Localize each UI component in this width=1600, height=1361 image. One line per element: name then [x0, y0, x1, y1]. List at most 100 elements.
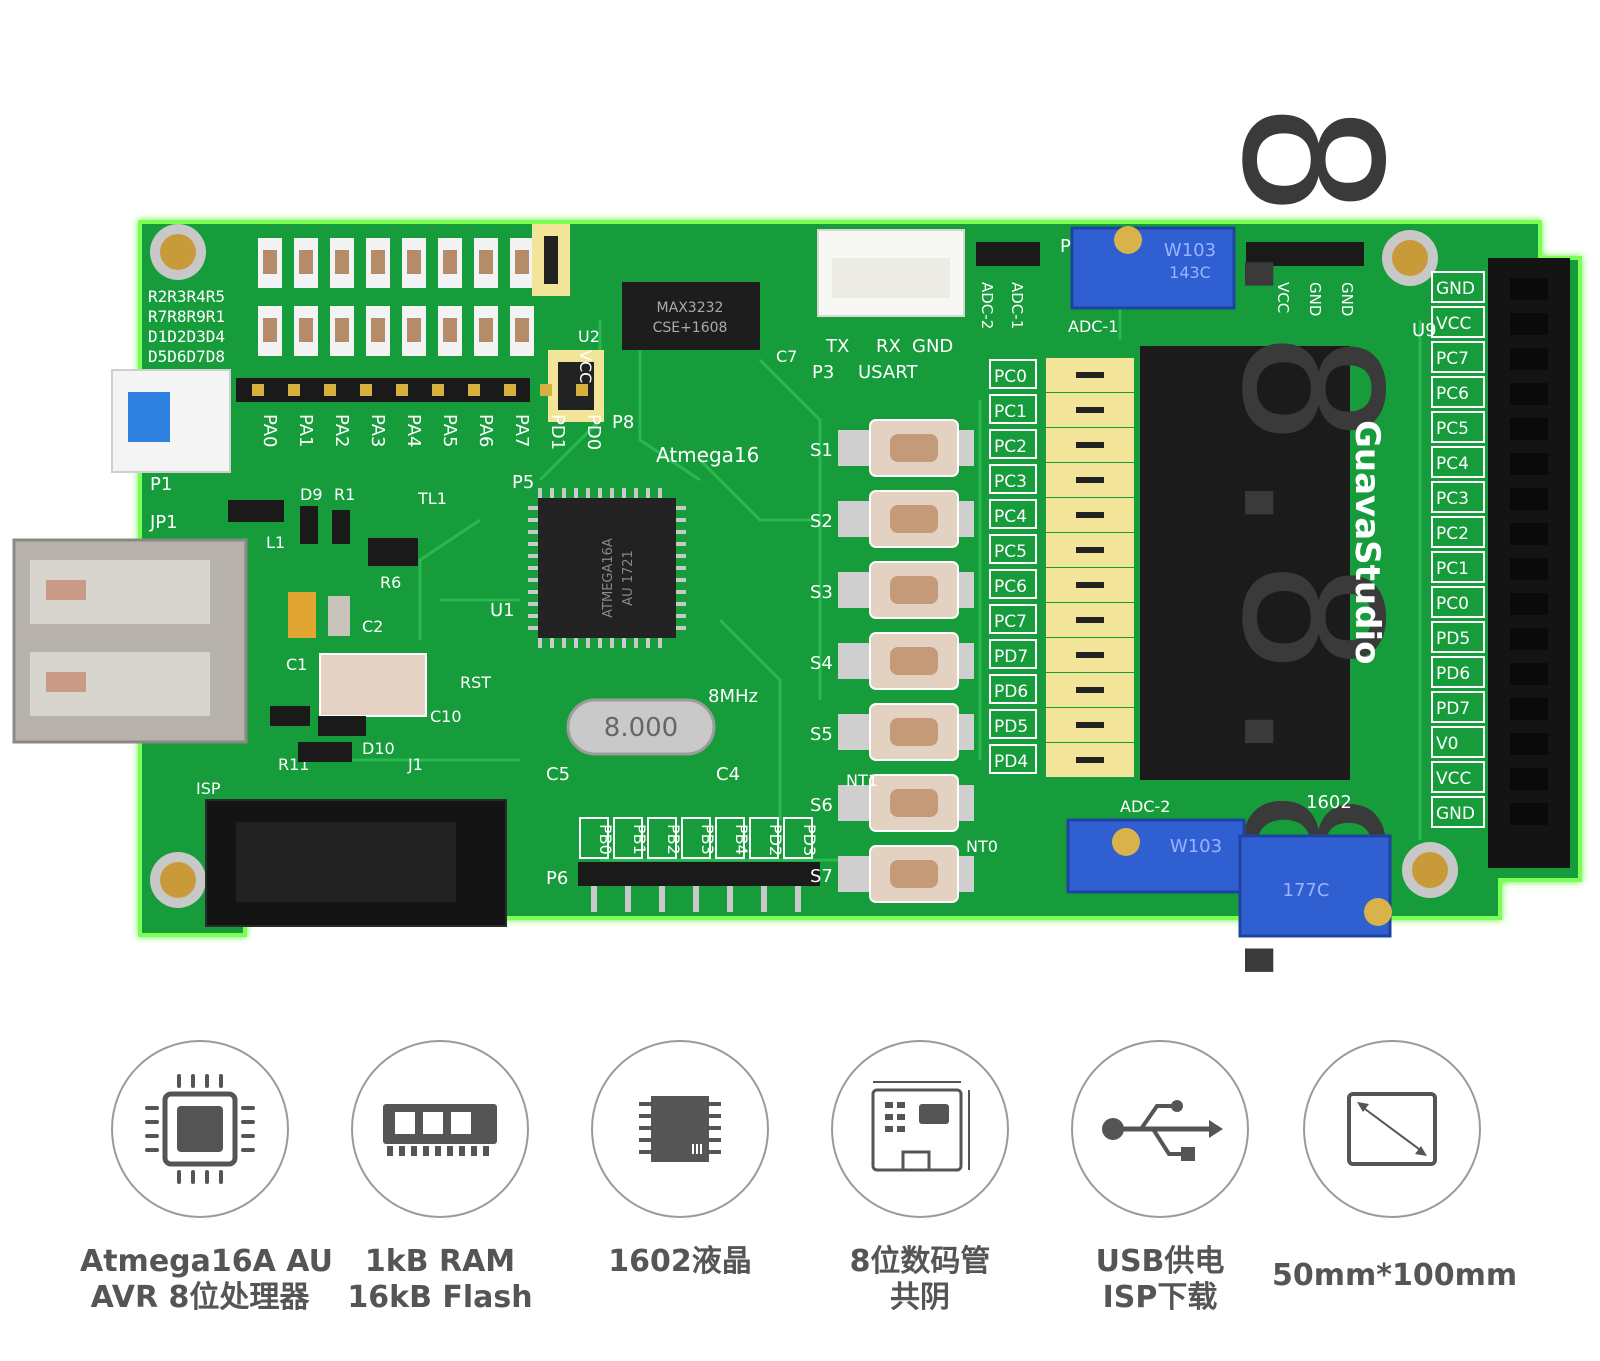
pb-pin — [795, 886, 801, 912]
mcu-pin — [562, 638, 566, 648]
jumper-pin — [1076, 547, 1104, 553]
lcd-socket — [1510, 628, 1548, 650]
mcu-pin — [586, 638, 590, 648]
mcu-pin — [658, 488, 662, 498]
led-resistor-body — [335, 250, 349, 274]
pc-pin-label: PD6 — [994, 682, 1028, 702]
lcd-socket — [1510, 348, 1548, 370]
lcd-pin-label: PC4 — [1436, 454, 1469, 474]
label-d9: D9 — [300, 485, 323, 504]
crystal: 8.000 — [566, 698, 716, 756]
led-resistor-array — [258, 238, 534, 356]
label-j1: J1 — [407, 755, 423, 774]
pb-pin-label: PB4 — [732, 824, 751, 855]
label-c5: C5 — [546, 764, 570, 785]
label-c7: C7 — [776, 347, 797, 366]
lcd-pin-label: PC6 — [1436, 384, 1469, 404]
lcd-socket — [1510, 663, 1548, 685]
lcd-socket — [1510, 698, 1548, 720]
mcu-pin — [676, 542, 686, 546]
pb-pin-label: PB3 — [698, 824, 717, 855]
switch-button — [890, 718, 938, 746]
switch-button — [890, 789, 938, 817]
cpu-icon — [145, 1074, 255, 1184]
led-resistor-body — [443, 250, 457, 274]
mcu-pin — [676, 614, 686, 618]
lcd-label-box — [1431, 621, 1485, 653]
switch-label: S1 — [810, 440, 833, 461]
tr-pin: GND — [1338, 282, 1356, 316]
mcu-pin — [646, 488, 650, 498]
feature-size: 50mm*100mm — [1272, 1040, 1517, 1294]
pc-label-box — [989, 604, 1037, 634]
led-resistor-body — [407, 250, 421, 274]
lcd-label-box — [1431, 341, 1485, 373]
jumper-pin — [1076, 442, 1104, 448]
crystal-label: 8MHz — [708, 686, 758, 707]
pa-pin-label: PD1 — [547, 414, 568, 450]
pa-pin-pad — [540, 384, 552, 396]
feature-line1: 8位数码管 — [849, 1244, 991, 1279]
led-resistor-body — [515, 250, 529, 274]
pc-label-box — [989, 534, 1037, 564]
label-c2: C2 — [362, 617, 383, 636]
mcu-pin — [550, 488, 554, 498]
pa-pin-pad — [252, 384, 264, 396]
lcd-pin-label: V0 — [1436, 734, 1458, 754]
tr-pin: VCC — [1274, 282, 1292, 313]
lcd-socket — [1510, 593, 1548, 615]
led-resistor-body — [371, 318, 385, 342]
lcd-pin-label: PC3 — [1436, 489, 1469, 509]
pc-label-box — [989, 744, 1037, 774]
chip-marking: ATMEGA16A — [601, 538, 616, 618]
pc-pin-label: PC3 — [994, 472, 1027, 492]
switch-label: S5 — [810, 724, 833, 745]
jumper-pin — [1076, 407, 1104, 413]
mcu-pin — [676, 506, 686, 510]
mcu-pin — [528, 602, 538, 606]
mcu-label: Atmega16 — [656, 443, 759, 467]
lcd-label-box — [1431, 306, 1485, 338]
feature-line2: AVR 8位处理器 — [90, 1280, 310, 1315]
pc-label-box — [989, 359, 1037, 389]
feature-line2: 共阴 — [890, 1280, 950, 1315]
jumper-pin — [1076, 687, 1104, 693]
label-gnd: GND — [912, 336, 953, 357]
mcu-pin — [676, 518, 686, 522]
mcu-pin — [586, 488, 590, 498]
res-row-label: R2R3R4R5 — [148, 287, 225, 306]
pc-label-box — [989, 464, 1037, 494]
lcd-pin-label: PC5 — [1436, 419, 1469, 439]
pb-pin-outline — [681, 817, 711, 859]
power-switch — [111, 369, 231, 473]
lcd-pin-label: PC7 — [1436, 349, 1469, 369]
res-row-label: D1D2D3D4 — [148, 327, 225, 346]
pc-pin-label: PC6 — [994, 577, 1027, 597]
label-lcd: 1602 — [1306, 792, 1352, 813]
label-u1: U1 — [490, 600, 515, 621]
label-r6: R6 — [380, 573, 401, 592]
p7-pin: ADC-1 — [1008, 282, 1026, 329]
lcd-socket — [1510, 383, 1548, 405]
mcu-pin — [528, 578, 538, 582]
jumper-pin — [1076, 757, 1104, 763]
pot-marking: W103 — [1170, 836, 1222, 857]
pc-label-box — [989, 709, 1037, 739]
board-photo: R2R3R4R5 R7R8R9R1 D1D2D3D4 D5D6D7D8 P1 V… — [12, 102, 1582, 1018]
switch-button — [890, 505, 938, 533]
mcu-chip: ATMEGA16A AU 1721 — [528, 488, 686, 648]
feature-icon-circle — [111, 1040, 289, 1218]
pa-pin-pad — [504, 384, 516, 396]
lcd-pin-label: VCC — [1436, 769, 1471, 789]
label-c1: C1 — [286, 655, 307, 674]
label-rst: RST — [460, 673, 491, 692]
lcd-label-box — [1431, 691, 1485, 723]
label-jp1: JP1 — [149, 512, 178, 533]
feature-line1: 1602液晶 — [608, 1244, 752, 1279]
pa-pin-label: PA6 — [475, 414, 496, 447]
pa-pin-pad — [432, 384, 444, 396]
lcd-label-box — [1431, 481, 1485, 513]
feature-icon-circle — [591, 1040, 769, 1218]
feature-icon-circle — [1303, 1040, 1481, 1218]
